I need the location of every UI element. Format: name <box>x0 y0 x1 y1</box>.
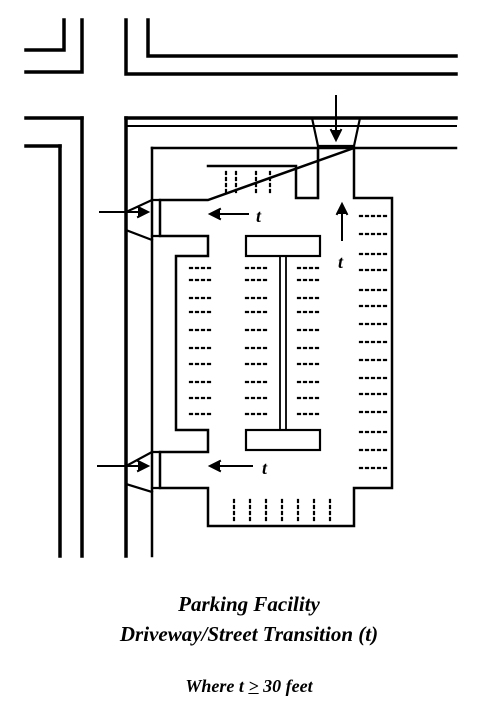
driveway-left-lower <box>124 450 162 494</box>
transition-label-right: t <box>338 252 344 272</box>
transition-label-lower: t <box>262 458 268 478</box>
condition-operator: > <box>248 676 259 696</box>
parking-stalls <box>188 170 388 522</box>
street-edge-top-right <box>124 18 458 76</box>
main-road-horizontal <box>24 116 458 150</box>
center-median <box>244 234 322 452</box>
driveway-left-upper <box>124 198 162 242</box>
driveway-top <box>310 116 362 200</box>
condition-note: Where t > 30 feet <box>0 676 498 697</box>
parking-lot-outline <box>158 146 394 528</box>
diagram-title: Parking Facility <box>178 592 320 616</box>
diagram-subtitle: Driveway/Street Transition (t) <box>119 622 379 646</box>
condition-value: 30 feet <box>263 676 313 696</box>
transition-arrows <box>97 95 349 473</box>
main-road-vertical <box>58 116 154 558</box>
parking-facility-diagram: t t t <box>24 18 458 558</box>
transition-label-upper: t <box>256 206 262 226</box>
street-edge-top-left <box>24 18 84 74</box>
condition-prefix: Where t <box>185 676 244 696</box>
